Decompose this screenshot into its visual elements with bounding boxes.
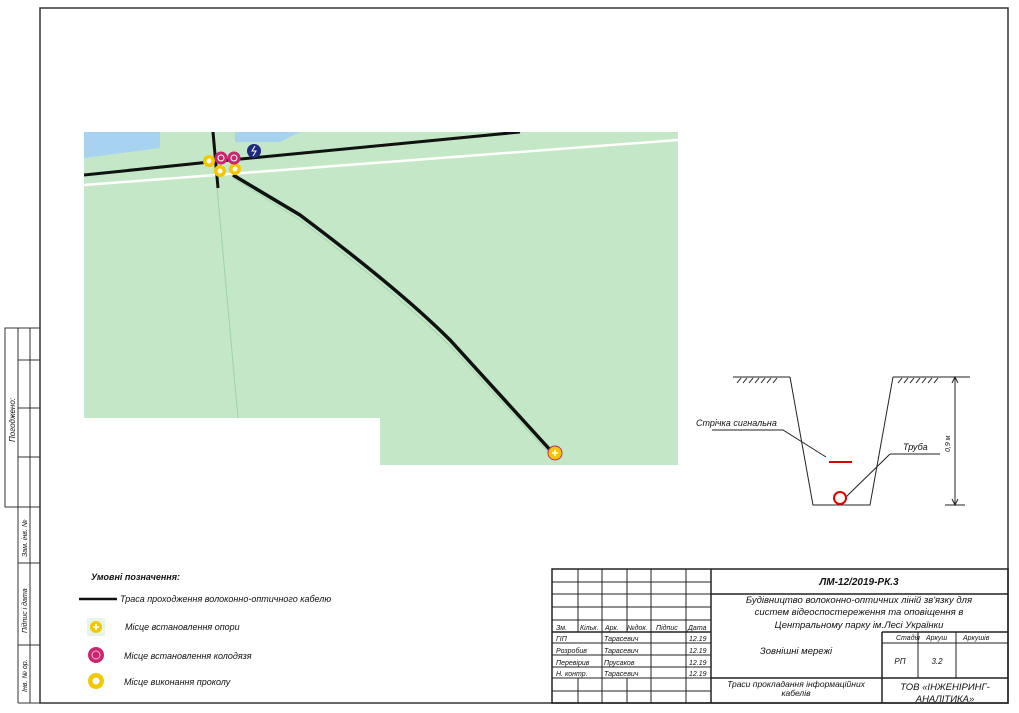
puncture-icon[interactable] (203, 155, 215, 167)
legend: Умовні позначення: Траса проходження вол… (79, 572, 331, 689)
pipe-label: Труба (903, 442, 928, 452)
legend-label: Траса проходження волоконно-оптичного ка… (120, 594, 331, 604)
role: ГІП (556, 636, 568, 643)
role: Н. контр. (556, 671, 588, 678)
power-icon[interactable] (247, 144, 261, 158)
legend-label: Місце встановлення колодязя (124, 651, 252, 661)
sign-date: 12.19 (689, 660, 707, 667)
person-name: Тарасевич (604, 671, 639, 678)
person-name: Тарасевич (604, 648, 639, 655)
cable-route (232, 173, 554, 454)
sheet-title-line: Траси прокладання інформаційних (727, 679, 866, 689)
well-icon[interactable] (214, 151, 228, 165)
project-title-line: систем відеоспостереження та оповіщення … (755, 607, 964, 618)
puncture-icon[interactable] (214, 165, 226, 177)
sheet-title-line: кабелів (781, 688, 811, 698)
header-sheet: Арк. (604, 625, 619, 632)
project-title-line: Будівництво волоконно-оптичних ліній зв'… (746, 595, 972, 606)
section-title: Зовнішні мережі (760, 646, 833, 657)
approved-label: Погоджено: (8, 398, 17, 442)
road (84, 138, 678, 187)
sheets-header: Аркушів (962, 634, 990, 642)
title-block (551, 568, 1009, 704)
trench-section (712, 375, 970, 507)
role: Перевірив (556, 659, 590, 667)
title-block-text: Зм. Кільк. Арк. №док. Підпис Дата ГІП Та… (556, 624, 990, 678)
well-icon (88, 647, 104, 663)
stage-value: РП (894, 657, 905, 666)
person-name: Тарасевич (604, 636, 639, 643)
legend-label: Місце виконання проколу (124, 677, 231, 687)
well-icon[interactable] (227, 151, 241, 165)
pole-icon[interactable] (547, 445, 563, 461)
sheet-header: Аркуш (925, 635, 947, 642)
person-name: Прусаков (604, 660, 635, 667)
header-signature: Підпис (656, 624, 678, 632)
tape-label: Стрічка сигнальна (696, 418, 777, 428)
sign-date: 12.19 (689, 671, 707, 678)
stage-header: Стадія (896, 634, 920, 642)
inv-orig-label: Інв. № ор. (22, 659, 29, 692)
pipe (833, 491, 847, 505)
puncture-icon (88, 673, 104, 689)
header-qty: Кільк. (580, 624, 599, 632)
replaced-inv-label: Зам. інв. № (21, 519, 29, 557)
sign-date: 12.19 (689, 636, 707, 643)
company-name-line: ТОВ «ІНЖЕНІРИНГ- (900, 682, 990, 693)
document-code: ЛМ-12/2019-РК.3 (818, 577, 899, 588)
legend-label: Місце встановлення опори (125, 622, 240, 632)
pole-icon (87, 618, 105, 636)
water-area (235, 132, 300, 142)
header-date: Дата (687, 625, 707, 632)
water-area (84, 132, 160, 158)
sign-date: 12.19 (689, 648, 707, 655)
legend-title: Умовні позначення: (91, 572, 180, 582)
route-map[interactable] (84, 132, 678, 465)
project-title-line: Центральному парку ім.Лесі Українки (775, 620, 945, 631)
depth-label: 0,9 м (945, 435, 952, 452)
sheet-value: 3.2 (931, 657, 943, 666)
header-doc-no: №док. (627, 624, 648, 632)
company-name-line: АНАЛІТИКА» (915, 694, 975, 705)
role: Розробив (556, 647, 587, 655)
side-stamp: Погоджено: Зам. інв. № Підпис і дата Інв… (4, 327, 41, 704)
sign-date-label: Підпис і дата (21, 588, 29, 633)
header-change: Зм. (556, 625, 567, 632)
puncture-icon[interactable] (229, 163, 241, 175)
